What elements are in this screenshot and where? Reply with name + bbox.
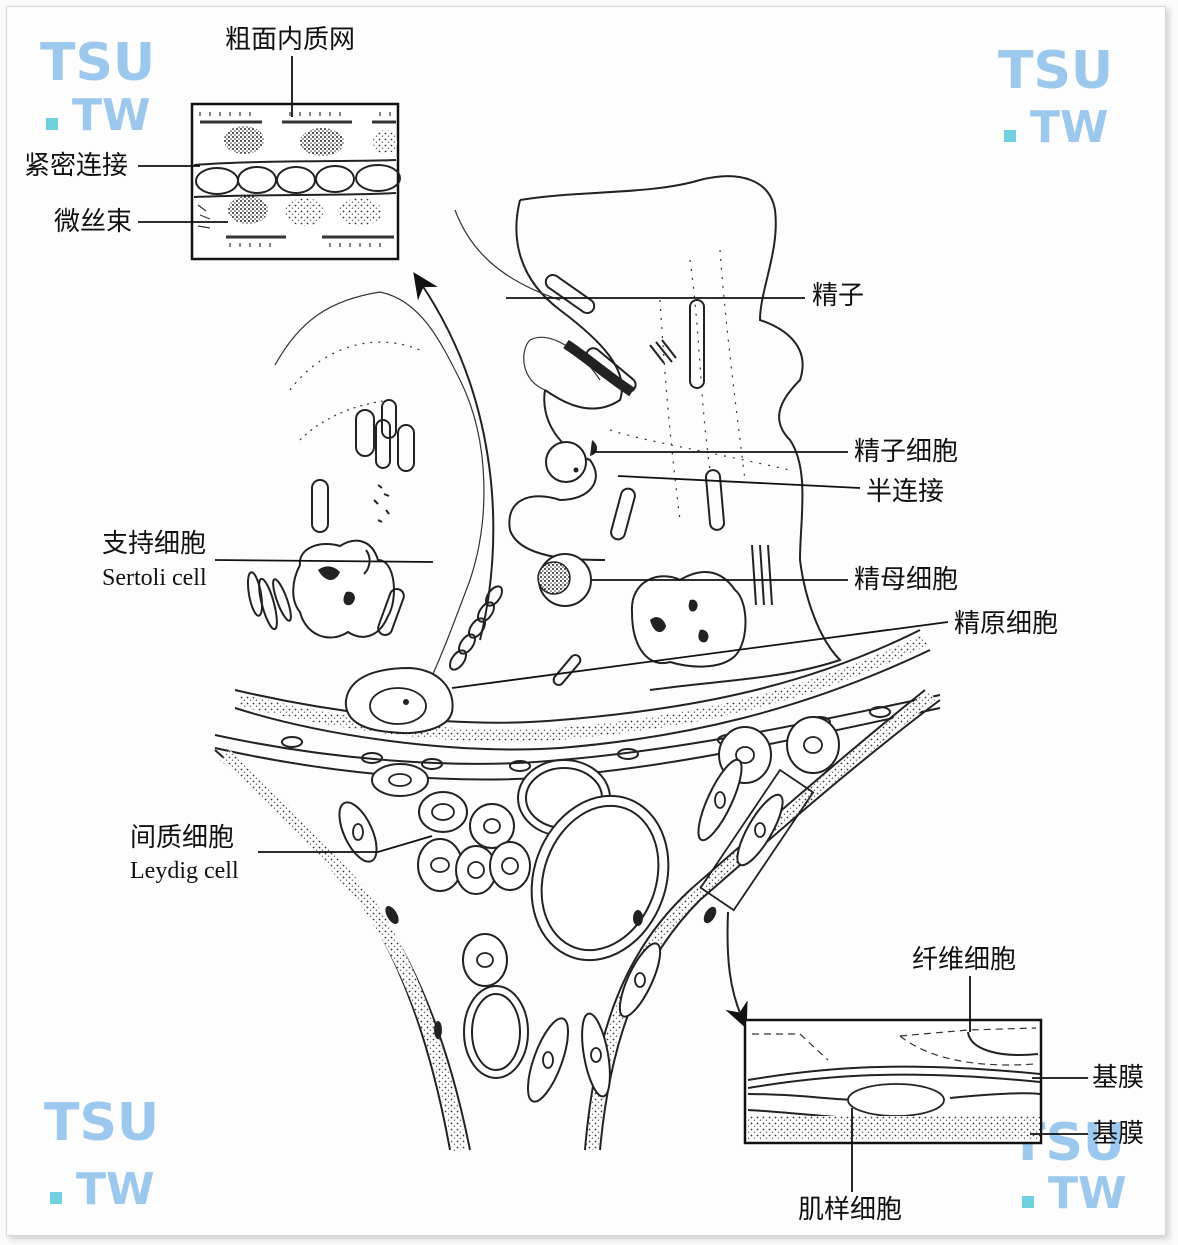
label-microfilament-bundle: 微丝束 <box>54 207 132 237</box>
label-fibroblast: 纤维细胞 <box>912 945 1016 975</box>
myoid-layer-inset <box>743 1018 1043 1145</box>
seminiferous-epithelium <box>454 175 842 691</box>
label-leydig-en: Leydig cell <box>130 858 239 884</box>
magnification-arrow <box>725 911 748 1030</box>
label-myoid-cell: 肌样细胞 <box>798 1195 902 1225</box>
junction-chain <box>449 585 503 671</box>
watermark-top-left: TSU TW <box>40 33 155 141</box>
label-spermatogonium: 精原细胞 <box>954 609 1058 639</box>
label-basement-membrane-2: 基膜 <box>1092 1119 1144 1149</box>
interstitial-tissue <box>214 689 941 1152</box>
svg-text:TW: TW <box>1048 1168 1127 1219</box>
svg-text:TW: TW <box>76 1164 155 1215</box>
label-sertoli-en: Sertoli cell <box>102 565 207 591</box>
label-spermatid: 精子细胞 <box>854 437 958 467</box>
label-basement-membrane-1: 基膜 <box>1092 1063 1144 1093</box>
label-spermatozoon: 精子 <box>812 281 864 311</box>
label-leydig-zh: 间质细胞 <box>130 823 234 853</box>
sertoli-cell <box>246 291 485 681</box>
label-tight-junction: 紧密连接 <box>24 151 128 181</box>
svg-text:TW: TW <box>1030 102 1109 153</box>
label-hemidesmosome: 半连接 <box>866 477 944 507</box>
label-rough-er: 粗面内质网 <box>225 25 355 55</box>
svg-text:TSU: TSU <box>40 33 155 93</box>
watermark-top-right: TSU TW <box>998 41 1113 153</box>
svg-text:TSU: TSU <box>44 1093 159 1153</box>
label-sertoli-zh: 支持细胞 <box>102 529 206 559</box>
watermark-bottom-left: TSU TW <box>44 1093 159 1215</box>
svg-text:TW: TW <box>72 90 151 141</box>
migration-arrow <box>413 272 495 641</box>
svg-text:TSU: TSU <box>998 41 1113 101</box>
magnification-box <box>699 768 815 912</box>
tight-junction-inset <box>190 102 401 261</box>
label-spermatocyte: 精母细胞 <box>854 565 958 595</box>
